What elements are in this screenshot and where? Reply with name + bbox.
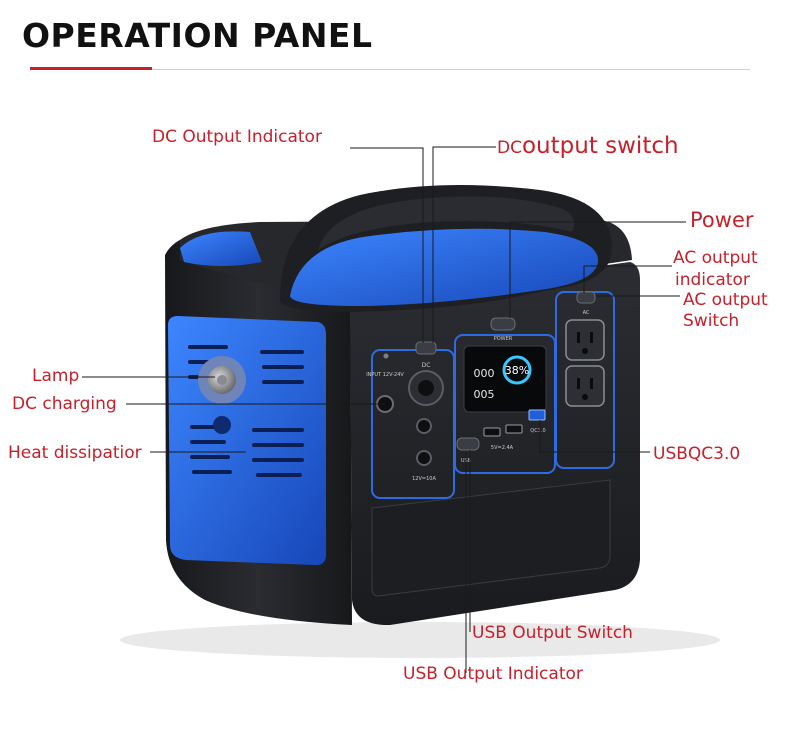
usb-qc-label: USBQC3.0 <box>653 444 741 464</box>
lcd-ring <box>502 355 532 385</box>
dc-output-indicator-label: DC Output Indicator <box>152 127 322 147</box>
lcd-output-digits: 005 <box>474 388 495 401</box>
lower-recess <box>371 479 611 597</box>
ac-output-indicator-label-line1: AC output <box>673 248 758 268</box>
lcd-display <box>463 345 547 413</box>
ac-switch-button <box>576 291 596 304</box>
power-label: Power <box>690 208 754 232</box>
usb-output-switch-label: USB Output Switch <box>472 623 633 643</box>
leader-lines <box>82 146 686 673</box>
usb-port-1 <box>483 427 501 437</box>
ac-output-switch-label-line1: AC output <box>683 290 768 310</box>
dc-output-switch-label-prefix: DC <box>497 138 522 158</box>
title-divider <box>30 69 750 70</box>
ac-output-indicator-label-line2: indicator <box>675 270 750 290</box>
dc-out-panel-text: 12V=10A <box>412 476 436 482</box>
dc-switch-button <box>415 341 437 355</box>
lamp-center <box>217 375 227 385</box>
lamp-label: Lamp <box>32 366 80 386</box>
qc-panel-text: QC3.0 <box>530 428 545 434</box>
dc-panel-text: DC <box>422 362 431 369</box>
title-accent-bar <box>30 67 152 70</box>
handle-blue-inset <box>290 228 599 306</box>
dc-output-switch-label: DCoutput switch <box>497 133 679 159</box>
lcd-percent: 38% <box>505 364 529 377</box>
usb-qc-port <box>528 409 546 421</box>
power-panel-text: POWER <box>494 336 513 342</box>
dc-led <box>383 353 389 359</box>
ac-socket-2 <box>565 365 605 407</box>
dc-out-port-2 <box>416 450 432 466</box>
input-panel-text: INPUT 12V-24V <box>366 372 404 378</box>
ac-panel-text: AC <box>583 310 590 316</box>
top-left-blue-cap <box>180 231 262 266</box>
usb-switch-button <box>456 437 480 451</box>
ac-socket-1 <box>565 319 605 361</box>
heat-dissipation-label: Heat dissipatior <box>8 443 142 463</box>
page-title: OPERATION PANEL <box>22 16 373 55</box>
dc-output-switch-label-main: output switch <box>521 133 679 159</box>
floor-shadow <box>120 622 720 658</box>
ac-output-switch-label-line2: Switch <box>683 311 740 331</box>
usb-ports-text: 5V=2.4A <box>491 445 514 451</box>
side-button <box>213 416 231 434</box>
power-button <box>490 317 516 331</box>
dc-out-port-1 <box>416 418 432 434</box>
lcd-input-digits: 000 <box>474 367 495 380</box>
dc-charging-label: DC charging <box>12 394 117 414</box>
handle-grip <box>318 196 575 250</box>
usb-output-indicator-label: USB Output Indicator <box>403 664 583 684</box>
usb-port-2 <box>505 424 523 434</box>
